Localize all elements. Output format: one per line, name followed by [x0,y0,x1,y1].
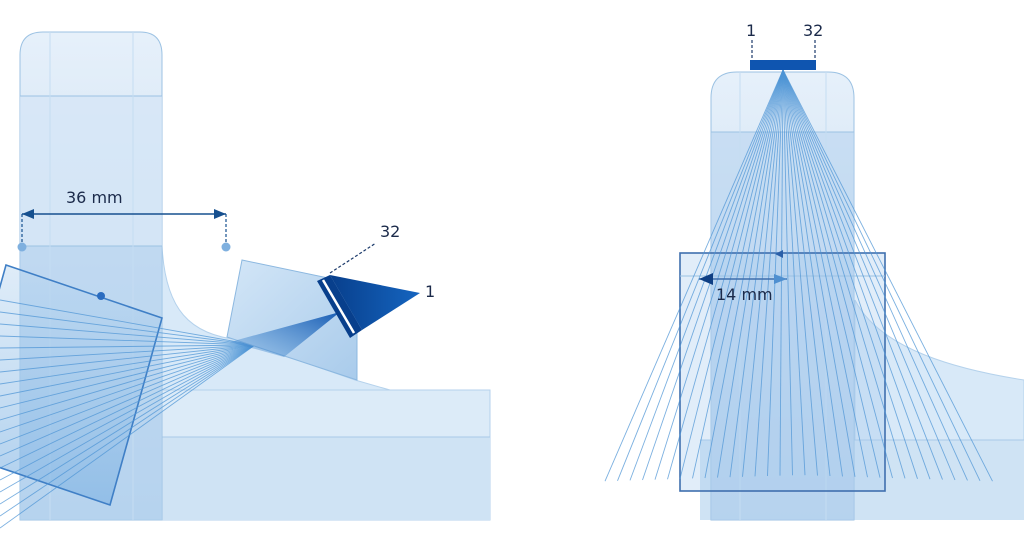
left-beam-line [0,344,256,469]
left-beam-line [0,344,256,505]
left-beam-line [0,335,256,346]
left-beam-line [0,344,256,517]
right-probe-label-last: 32 [803,21,823,40]
right-beam-line [782,69,881,478]
left-beam-line [0,344,256,421]
right-beam-line [782,69,981,481]
stem-band-top [20,96,162,246]
right-probe-label-first: 1 [746,21,756,40]
right-beam-line [782,69,793,476]
right-beam-line [782,69,806,476]
right-beam-line [654,69,784,480]
left-beam-line [0,344,256,409]
right-beam-line [782,69,993,482]
left-beam-line [0,299,256,346]
dimension-label-36: 36 mm [66,188,123,207]
inspection-zone [0,263,163,507]
left-beam-line [0,344,256,493]
right-beam-line [782,69,956,481]
right-beam-line [767,69,784,477]
probe-label-last: 32 [380,222,400,241]
right-beam-line [742,69,784,477]
left-beam-line [0,311,256,346]
left-beam-line [0,344,256,529]
right-beam-line [629,69,784,481]
right-beam-line [782,69,818,476]
right-beam-line [754,69,784,477]
right-beam-line [782,69,943,480]
right-beam-line [782,69,868,478]
right-beam-line [729,69,784,478]
right-beam-line [782,69,931,480]
left-beam-line [0,344,256,481]
right-beam-line [782,69,906,479]
left-beam-fan [0,299,256,529]
left-beam-line [0,344,256,457]
dimension-36mm [17,209,231,252]
probe-stripe [321,279,356,334]
probe-body [330,275,420,330]
right-beam-line [667,69,784,480]
right-beam-line [604,69,784,482]
left-beam-line [0,344,256,349]
right-view: 14 mm 1 32 [604,21,1024,521]
right-beam-line [717,69,784,478]
dimension-label-14: 14 mm [716,285,773,304]
right-beam-line [782,69,856,477]
left-probe [317,242,420,338]
left-view: 32 1 36 mm [0,31,491,529]
left-beam-line [0,344,256,373]
dimension-14-arrow-right [774,274,787,284]
dimension-14mm [699,250,787,285]
beam-focal-cone [230,312,340,357]
left-beam-line [0,323,256,346]
dimension-point-right [221,242,231,252]
right-beam-line [704,69,784,479]
right-beam-line [782,69,843,477]
right-beam-line [779,69,784,476]
inspection-zone-marker [97,292,105,300]
dimension-arrow-left [22,209,34,219]
left-beam-line [0,344,256,385]
right-beam-line [782,69,831,477]
right-beam-line [617,69,784,481]
right-beam-line [782,69,918,479]
right-inspection-zone [679,252,886,492]
left-beam-line [0,344,256,433]
probe-label-first: 1 [425,282,435,301]
right-base-plate [700,299,1024,441]
right-beam-line [692,69,784,479]
left-beam-line [0,344,256,397]
right-probe [750,60,816,70]
right-beam-line [782,69,893,479]
dimension-14-marker-top [775,250,783,258]
right-beam-line [679,69,784,479]
right-beam-line [782,69,968,481]
dimension-14-arrow-left [699,273,713,285]
left-beam-line [0,344,256,361]
left-beam-line [0,344,256,445]
dimension-point-left [17,242,27,252]
dimension-arrow-right [214,209,226,219]
probe-leader-32 [329,242,377,274]
right-beam-fan [604,69,993,482]
